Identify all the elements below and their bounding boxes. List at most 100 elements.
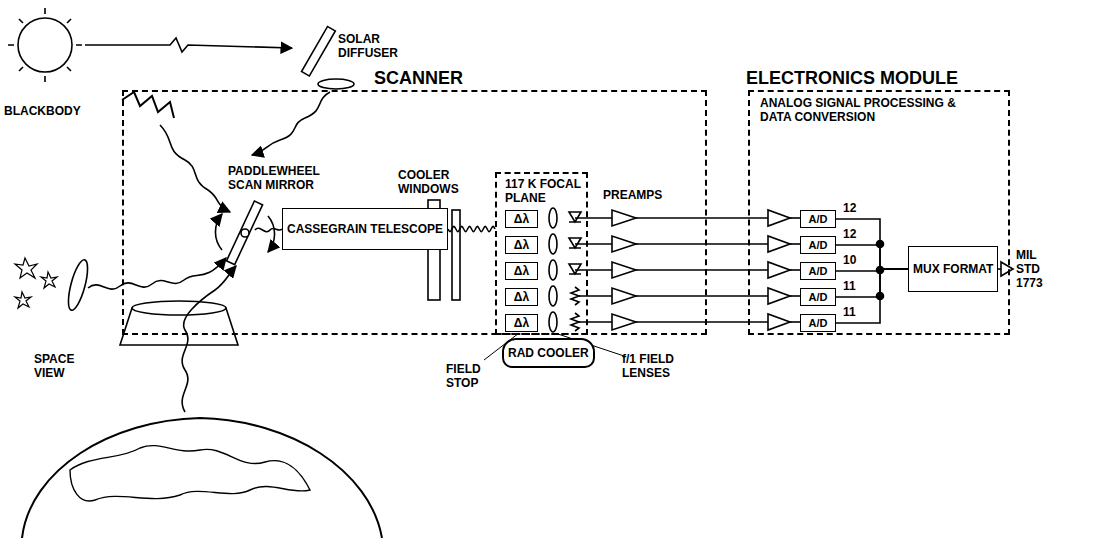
part-label: BLACKBODY [4,104,104,118]
part-label: SOLAR DIFFUSER [338,32,430,60]
mux-box: MUX FORMAT [908,246,998,292]
part-label: f/1 FIELD LENSES [622,352,676,380]
telescope-box: CASSEGRAIN TELESCOPE [282,208,448,250]
preamp-symbol [612,288,636,304]
box-label: CASSEGRAIN TELESCOPE [287,222,443,236]
sun [8,8,82,82]
focal-plane-region: 117 K FOCAL PLANEΔλΔλΔλΔλΔλ [495,172,588,335]
wire [575,217,612,219]
amplifier-symbol [768,210,790,226]
output-label: MIL STD 1773 [1016,248,1056,290]
module-heading: SCANNER [374,68,463,88]
earth-beam [182,266,236,412]
signal-connector [836,269,908,297]
scanner-housing: SCANNERCASSEGRAIN TELESCOPE117 K FOCAL P… [122,90,707,335]
resistor-symbol [571,313,579,331]
box-label: Δλ [514,238,529,252]
blackbody [122,92,174,118]
photodiode-symbol [569,264,581,274]
photodiode-symbol [569,212,581,222]
earth-continent [70,446,310,501]
wire [790,321,800,323]
box-label: A/D [809,264,828,278]
part-label: SPACE VIEW [34,352,90,380]
scan-beam [255,228,282,231]
signal-connector [836,269,908,323]
output-arrowhead [1001,262,1013,276]
filter-box: Δλ [505,236,538,254]
part-label: COOLER WINDOWS [398,168,470,196]
box-label: A/D [809,212,828,226]
diffuser-beam [252,92,330,155]
wire [575,269,612,271]
box-label: Δλ [514,290,529,304]
region-heading: 117 K FOCAL PLANE [497,174,586,205]
space-beam [88,258,226,289]
amplifier-symbol [768,262,790,278]
scan-mirror [215,201,274,265]
field-lens [549,260,557,280]
amplifier-symbol [768,236,790,252]
preamp-symbol [612,262,636,278]
amplifier-symbol [768,288,790,304]
sun-ray [85,38,292,52]
stars [15,258,57,308]
wire [790,269,800,271]
preamp-symbol [612,210,636,226]
ad-converter: A/D [800,288,836,306]
bit-count: 11 [843,279,863,293]
electronics-module: ELECTRONICS MODULEA/DA/DA/DA/DA/DMUX FOR… [748,90,1010,335]
filter-box: Δλ [505,288,538,306]
box-label: Δλ [514,316,529,330]
amplifier-symbol [768,314,790,330]
wire [575,243,612,245]
ad-converter: A/D [800,314,836,332]
space-view-lens [65,258,92,312]
part-label: PADDLEWHEEL SCAN MIRROR [228,164,340,192]
ad-converter: A/D [800,210,836,228]
bit-count: 10 [843,253,863,267]
ad-converter: A/D [800,236,836,254]
blackbody-beam [160,125,230,212]
box-label: Δλ [514,264,529,278]
signal-connector [836,245,908,269]
wire [790,217,800,219]
bit-count: 11 [843,305,863,319]
rad-cooler: RAD COOLER [502,338,595,368]
part-label: FIELD STOP [446,362,506,390]
filter-box: Δλ [505,262,538,280]
field-lens [549,208,557,228]
field-lens [549,234,557,254]
box-label: RAD COOLER [508,346,589,360]
box-label: A/D [809,290,828,304]
box-label: A/D [809,316,828,330]
preamp-symbol [612,236,636,252]
field-lens [549,312,557,332]
field-lens [549,286,557,306]
earth [22,418,382,538]
earth-view-lens [132,301,226,315]
filter-box: Δλ [505,314,538,332]
wire [790,243,800,245]
preamp-symbol [612,314,636,330]
signal-connector [448,226,495,231]
module-heading: ELECTRONICS MODULE [746,68,958,88]
part-label: ANALOG SIGNAL PROCESSING & DATA CONVERSI… [760,96,970,124]
filter-box: Δλ [505,210,538,228]
wire [790,295,800,297]
solar-diffuser [302,26,336,76]
cooler-window [452,210,460,300]
bit-count: 12 [843,227,863,241]
signal-connector [836,219,908,269]
wire [579,295,612,297]
part-label: PREAMPS [603,188,675,202]
photodiode-symbol [569,238,581,248]
box-label: Δλ [514,212,529,226]
resistor-symbol [571,287,579,305]
ad-converter: A/D [800,262,836,280]
box-label: A/D [809,238,828,252]
box-label: MUX FORMAT [913,262,993,276]
wire [579,321,612,323]
diffuser-aperture [318,79,354,89]
bit-count: 12 [843,201,863,215]
